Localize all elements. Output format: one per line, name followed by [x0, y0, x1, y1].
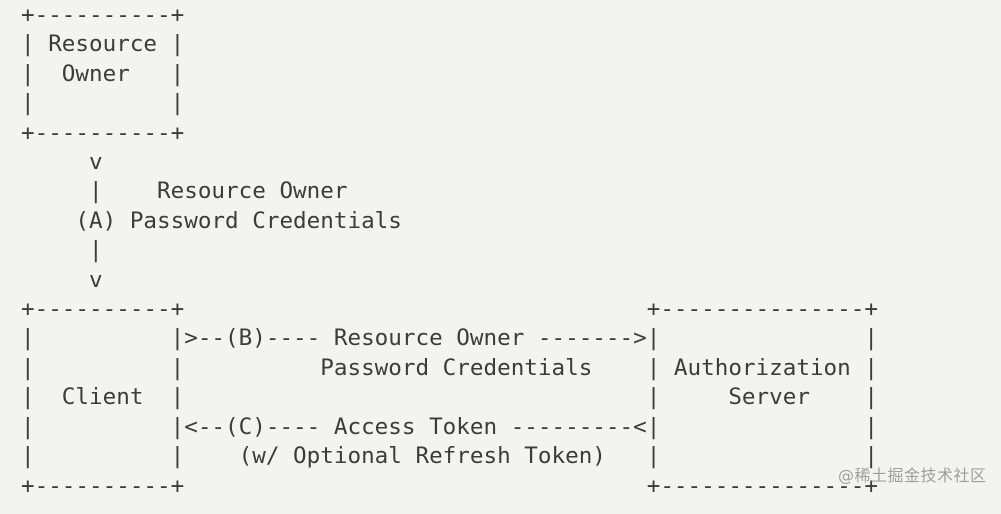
ascii-art-diagram: +----------+ | Resource | | Owner | | | …: [21, 2, 878, 499]
watermark-label: @稀土掘金技术社区: [838, 466, 987, 485]
